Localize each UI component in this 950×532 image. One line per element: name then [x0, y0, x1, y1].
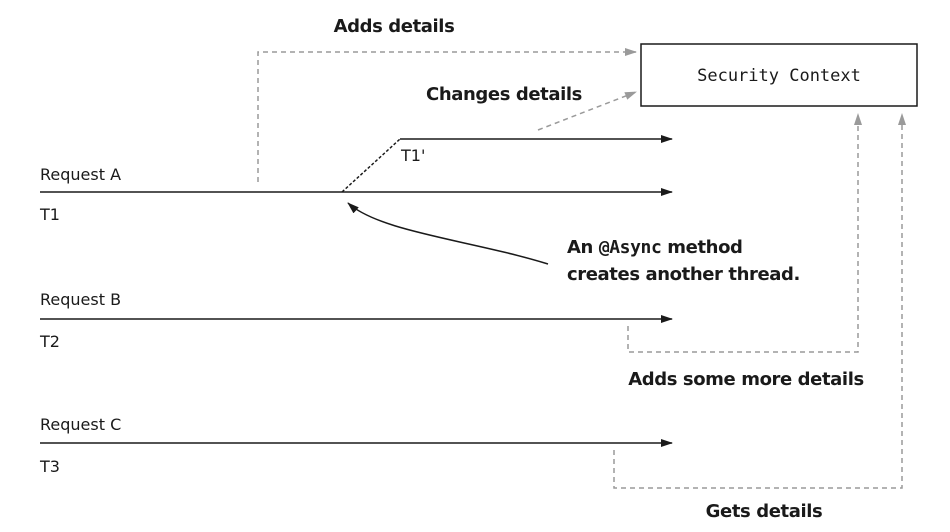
adds-more-details-arrow [627, 113, 862, 353]
request-a-label: Request A [40, 165, 121, 184]
gets-details-arrow [613, 113, 906, 489]
async-note-line2: creates another thread. [567, 264, 800, 285]
adds-details-label: Adds details [334, 16, 455, 37]
async-note-arrow [347, 202, 549, 265]
thread-t1-label: T1 [39, 205, 60, 224]
adds-more-details-label: Adds some more details [628, 369, 864, 390]
request-c-label: Request C [40, 415, 121, 434]
async-branch-connector [341, 138, 401, 193]
gets-details-label: Gets details [706, 501, 823, 522]
changes-details-label: Changes details [426, 84, 582, 105]
async-note-line1: An @Async method [567, 237, 743, 258]
thread-t2-label: T2 [39, 332, 60, 351]
security-context-label: Security Context [697, 66, 861, 86]
request-b-label: Request B [40, 290, 121, 309]
thread-t3-label: T3 [39, 457, 60, 476]
adds-details-arrow [257, 48, 637, 182]
security-context-box: Security Context [640, 43, 918, 107]
thread-t1-prime-label: T1' [400, 146, 425, 165]
